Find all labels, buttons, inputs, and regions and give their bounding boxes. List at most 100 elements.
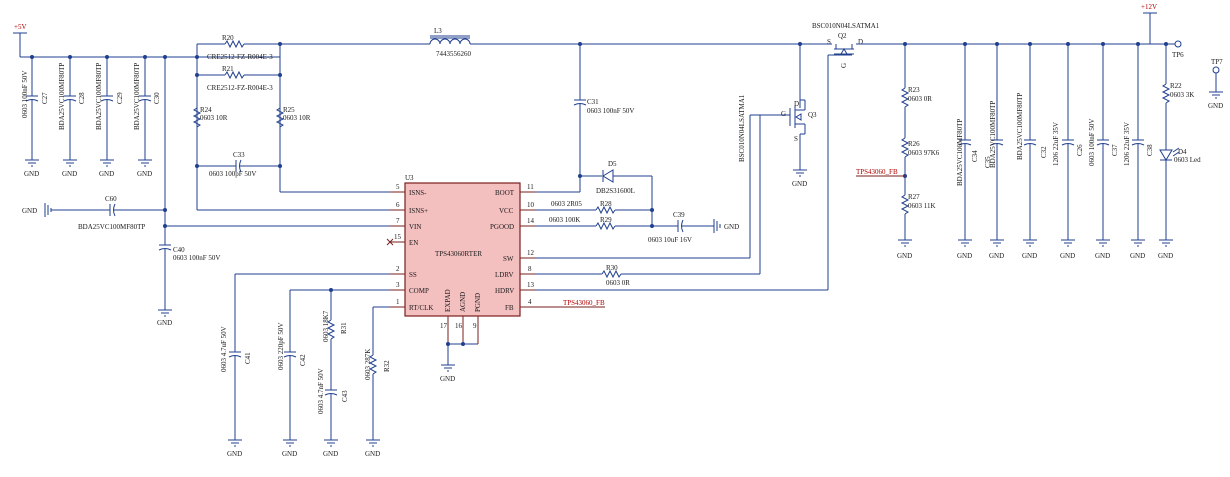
svg-text:8: 8 — [528, 265, 532, 273]
resistor-r26: R26 0603 97K6 — [900, 137, 940, 158]
junction — [278, 73, 282, 77]
resistor-r20: R20 CRE2512-FZ-R004E-3 — [197, 34, 280, 61]
svg-text:0603 2R05: 0603 2R05 — [551, 200, 582, 208]
svg-text:2: 2 — [396, 265, 400, 273]
svg-text:0603 Led: 0603 Led — [1174, 156, 1201, 164]
svg-text:EN: EN — [409, 239, 418, 247]
svg-text:13: 13 — [527, 281, 535, 289]
svg-text:0603 10R: 0603 10R — [283, 114, 311, 122]
capacitor-c42: 0603 220pF 50V C42 — [277, 323, 307, 440]
capacitor-c37: 1206 22uF 35V C38 — [1123, 44, 1154, 240]
svg-text:Q3: Q3 — [808, 111, 817, 119]
capacitor-c27: 0603 100nF 50V C27 — [21, 57, 49, 160]
capacitor-c31: C31 0603 100nF 50V — [573, 44, 634, 192]
gnd-symbol: GND — [365, 439, 380, 458]
capacitor-c41: 0603 4.7uF 50V C41 — [220, 326, 252, 440]
svg-text:R30: R30 — [606, 264, 618, 272]
svg-text:0603 4.7nF 50V: 0603 4.7nF 50V — [317, 368, 325, 414]
svg-text:ISNS+: ISNS+ — [409, 207, 428, 215]
svg-text:0603 10R: 0603 10R — [200, 114, 228, 122]
svg-text:C37: C37 — [1111, 144, 1119, 156]
svg-text:R26: R26 — [908, 140, 920, 148]
svg-text:C60: C60 — [105, 195, 117, 203]
svg-text:R22: R22 — [1170, 82, 1182, 90]
svg-text:GND: GND — [440, 375, 455, 383]
svg-text:17: 17 — [440, 322, 448, 330]
svg-text:C41: C41 — [244, 352, 252, 364]
svg-text:0603 11K: 0603 11K — [908, 202, 936, 210]
svg-text:D5: D5 — [608, 160, 617, 168]
svg-text:BSC010N04LSATMA1: BSC010N04LSATMA1 — [812, 22, 880, 30]
svg-text:1206 22uF 35V: 1206 22uF 35V — [1052, 122, 1060, 166]
svg-text:C28: C28 — [78, 92, 86, 104]
svg-text:L3: L3 — [434, 27, 442, 35]
capacitor-c30: BDA25VC100MF80TP C30 — [133, 57, 161, 160]
svg-text:R29: R29 — [600, 216, 612, 224]
svg-text:HDRV: HDRV — [495, 287, 514, 295]
svg-text:BDA25VC100MF80TP: BDA25VC100MF80TP — [1016, 93, 1024, 160]
gnd-symbol: GND — [897, 239, 912, 260]
svg-text:GND: GND — [24, 170, 39, 178]
svg-text:CRE2512-FZ-R004E-3: CRE2512-FZ-R004E-3 — [207, 53, 273, 61]
svg-text:FB: FB — [505, 304, 514, 312]
svg-text:15: 15 — [394, 233, 402, 241]
svg-text:9: 9 — [473, 322, 477, 330]
diode-d5: D5 DB2S31600L — [580, 160, 653, 226]
svg-text:C38: C38 — [1146, 144, 1154, 156]
resistor-r28: R28 0603 2R05 — [515, 200, 652, 215]
svg-text:VIN: VIN — [409, 223, 421, 231]
svg-text:D: D — [858, 38, 863, 46]
gnd-symbol: GND — [1158, 239, 1173, 260]
gnd-symbol: GND — [24, 159, 39, 178]
svg-text:0603 0R: 0603 0R — [908, 95, 932, 103]
svg-text:7443556260: 7443556260 — [436, 50, 472, 58]
svg-text:3: 3 — [396, 281, 400, 289]
gnd-symbol: GND — [1095, 239, 1110, 260]
svg-text:12: 12 — [527, 249, 535, 257]
svg-text:14: 14 — [527, 217, 535, 225]
mosfet-q3: D Q3 G S BSC010N04LSATMA1 — [738, 44, 817, 170]
svg-text:0603 100pF 50V: 0603 100pF 50V — [209, 170, 256, 178]
svg-text:TP7: TP7 — [1211, 58, 1223, 66]
svg-text:0603 10uF 16V: 0603 10uF 16V — [648, 236, 692, 244]
svg-text:R28: R28 — [600, 200, 612, 208]
svg-text:R25: R25 — [283, 106, 295, 114]
svg-text:Q2: Q2 — [838, 32, 847, 40]
gnd-symbol: GND — [282, 439, 297, 458]
resistor-r32: 0603 287K R32 — [364, 349, 391, 380]
svg-text:GND: GND — [957, 252, 972, 260]
svg-text:0603 0R: 0603 0R — [606, 279, 630, 287]
capacitor-c43: 0603 4.7nF 50V C43 — [317, 368, 349, 440]
svg-text:C34: C34 — [971, 150, 979, 162]
svg-text:GND: GND — [1022, 252, 1037, 260]
svg-text:BDA25VC100MF80TP: BDA25VC100MF80TP — [989, 101, 997, 168]
svg-text:0603 97K6: 0603 97K6 — [908, 149, 940, 157]
svg-text:C27: C27 — [41, 92, 49, 104]
svg-text:GND: GND — [1130, 252, 1145, 260]
gnd-symbol: GND — [792, 169, 807, 188]
gnd-symbol: GND — [989, 239, 1004, 260]
ic-u3: U3 TPS43060RTER 5 ISNS- 6 ISNS+ 7 VIN 15… — [386, 174, 535, 344]
svg-text:D: D — [794, 100, 799, 108]
capacitor-c39: GND C39 0603 10uF 16V — [648, 211, 739, 244]
svg-text:S: S — [827, 38, 831, 46]
svg-text:GND: GND — [62, 170, 77, 178]
svg-text:D4: D4 — [1178, 148, 1187, 156]
inductor-l3: L3 7443556260 — [429, 27, 472, 58]
capacitor-c34: BDA25VC100MF80TP C34 — [956, 44, 979, 240]
svg-text:GND: GND — [227, 450, 242, 458]
svg-text:GND: GND — [1158, 252, 1173, 260]
svg-text:DB2S31600L: DB2S31600L — [596, 187, 635, 195]
resistor-r23: R23 0603 0R — [900, 86, 932, 108]
p12v-symbol: +12V — [1141, 3, 1157, 14]
resistor-r27: R27 0603 11K — [900, 193, 936, 215]
svg-text:BOOT: BOOT — [495, 189, 515, 197]
svg-text:10: 10 — [527, 201, 535, 209]
svg-text:0603 220pF 50V: 0603 220pF 50V — [277, 323, 285, 370]
svg-text:ISNS-: ISNS- — [409, 189, 427, 197]
svg-text:C40: C40 — [173, 246, 185, 254]
svg-text:PGOOD: PGOOD — [490, 223, 514, 231]
gnd-symbol: GND — [157, 309, 172, 327]
svg-text:0603 18K7: 0603 18K7 — [322, 310, 330, 342]
